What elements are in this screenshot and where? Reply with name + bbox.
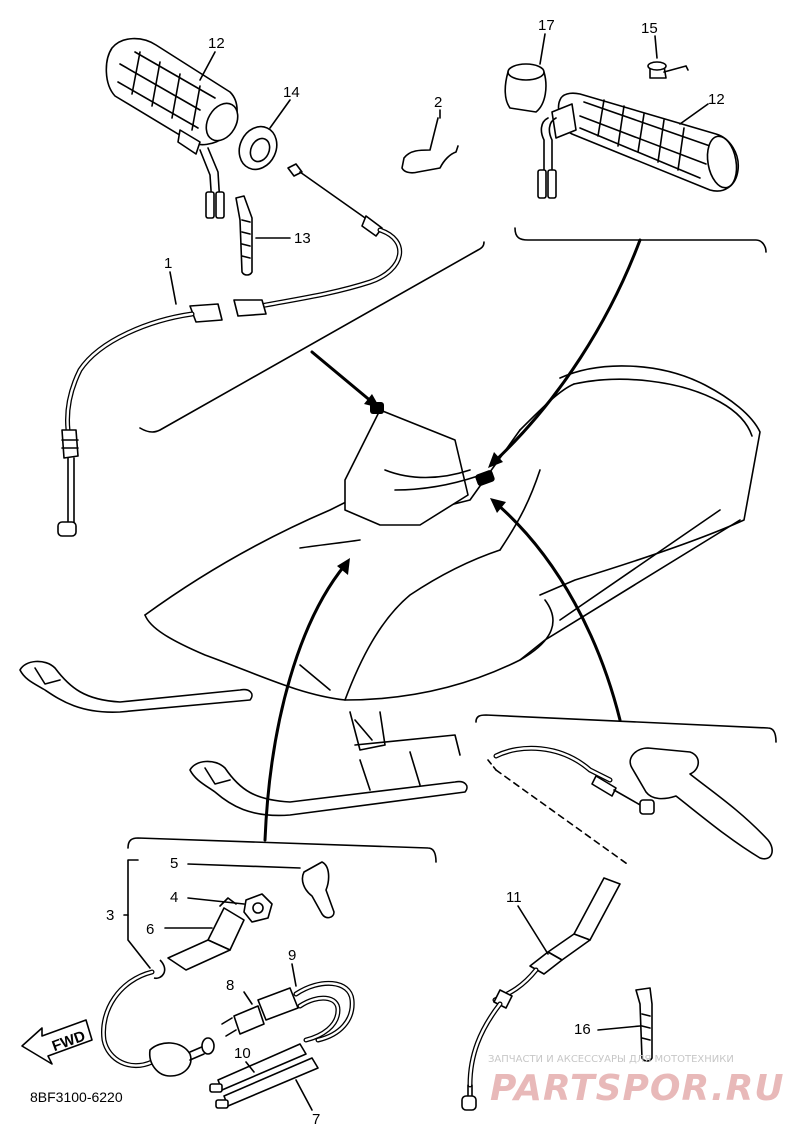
callout-4: 4 xyxy=(170,889,178,906)
callout-1: 1 xyxy=(164,255,172,272)
grip-ring-14 xyxy=(238,125,278,171)
diagram-code: 8BF3100-6220 xyxy=(30,1089,123,1105)
callout-8: 8 xyxy=(226,977,234,994)
right-grip xyxy=(537,92,740,199)
cable-band-13 xyxy=(235,195,253,276)
brake-lever xyxy=(493,745,773,860)
callout-7: 7 xyxy=(312,1111,320,1128)
detail-frame-bottom-right xyxy=(475,714,777,743)
callout-5: 5 xyxy=(170,855,178,872)
watermark: ЗАПЧАСТИ И АКСЕССУАРЫ ДЛЯ МОТОТЕХНИКИ PA… xyxy=(488,1054,785,1109)
throttle-cable-1 xyxy=(57,163,403,537)
callout-17: 17 xyxy=(538,17,555,34)
callout-12-right: 12 xyxy=(708,91,725,108)
callout-10: 10 xyxy=(234,1045,251,1062)
arrow-leaders xyxy=(263,238,642,842)
callout-9: 9 xyxy=(288,947,296,964)
callout-11: 11 xyxy=(506,889,522,906)
callout-16: 16 xyxy=(574,1021,591,1038)
grip-end-17 xyxy=(504,63,547,113)
callout-labels: 12 14 2 13 1 17 15 12 11 16 5 4 3 6 8 9 … xyxy=(106,17,725,1128)
watermark-brand: PARTSPOR.RU xyxy=(490,1068,785,1109)
snowmobile-illustration xyxy=(19,365,761,817)
fwd-arrow-icon: FWD xyxy=(21,1019,93,1065)
callout-6: 6 xyxy=(146,921,154,938)
detail-frame-top-right xyxy=(514,227,767,253)
callout-3: 3 xyxy=(106,907,114,924)
detail-frame-bottom-left xyxy=(127,837,437,863)
left-grip xyxy=(105,37,239,219)
callout-2: 2 xyxy=(434,94,442,111)
choke-cable-11 xyxy=(461,759,631,1111)
callout-leaders xyxy=(123,33,709,1111)
callout-15: 15 xyxy=(641,20,658,37)
hook-clip-2 xyxy=(401,117,459,174)
callout-13: 13 xyxy=(294,230,311,247)
screw-15 xyxy=(647,61,689,79)
callout-14: 14 xyxy=(283,84,300,101)
cable-band-16 xyxy=(635,987,653,1062)
watermark-tagline: ЗАПЧАСТИ И АКСЕССУАРЫ ДЛЯ МОТОТЕХНИКИ xyxy=(488,1054,734,1065)
callout-12-left: 12 xyxy=(208,35,225,52)
switch-assembly xyxy=(101,861,355,1109)
detail-frame-top-left xyxy=(139,241,485,433)
